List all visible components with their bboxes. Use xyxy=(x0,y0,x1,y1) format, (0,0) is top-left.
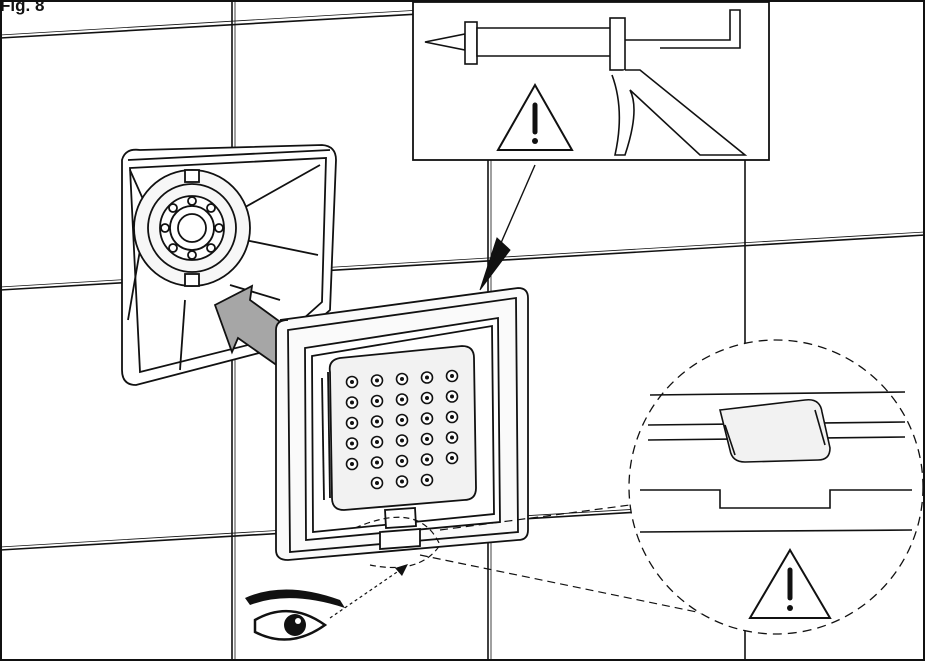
nozzle-center xyxy=(425,396,429,400)
nozzle-center xyxy=(425,375,429,380)
sightline-arrowhead xyxy=(395,564,408,576)
nozzle-center xyxy=(375,481,379,485)
nozzle-grid xyxy=(345,369,459,490)
nozzle-center xyxy=(400,418,404,422)
nozzle-center xyxy=(375,378,379,383)
warning-triangle-icon xyxy=(496,82,574,151)
nozzle-center xyxy=(375,399,379,403)
nozzle-center xyxy=(375,419,379,424)
nozzle-plate xyxy=(321,345,477,511)
nozzle-center xyxy=(400,438,404,443)
nozzle-center xyxy=(375,460,379,465)
nozzle-center xyxy=(350,441,354,446)
nozzle-center xyxy=(400,479,404,484)
callout-line xyxy=(486,164,536,276)
nozzle-center xyxy=(425,478,429,482)
warning-triangle-icon xyxy=(748,548,832,619)
nozzle-center xyxy=(375,440,379,444)
eye-icon xyxy=(245,589,345,641)
nozzle-center xyxy=(350,400,354,405)
nozzle-center xyxy=(450,456,454,460)
nozzle-center xyxy=(350,380,354,384)
caulking-gun-icon xyxy=(424,9,748,156)
nozzle-center xyxy=(400,377,404,381)
nozzle-center xyxy=(350,462,354,466)
nozzle-center xyxy=(450,394,454,399)
sealant-warning-box xyxy=(412,1,770,161)
figure-label: Fig. 8 xyxy=(0,0,45,15)
nozzle-center xyxy=(400,397,404,402)
nozzle-center xyxy=(450,415,454,419)
callout-pointer xyxy=(479,237,511,291)
nozzle-center xyxy=(425,457,429,462)
nozzle-center xyxy=(450,435,454,440)
nozzle-center xyxy=(400,459,404,463)
nozzle-center xyxy=(350,421,354,425)
detail-magnifier xyxy=(354,339,924,635)
nozzle-center xyxy=(425,437,429,441)
nozzle-center xyxy=(425,416,429,421)
sightline-arrow xyxy=(329,569,401,619)
nozzle-center xyxy=(450,374,454,378)
